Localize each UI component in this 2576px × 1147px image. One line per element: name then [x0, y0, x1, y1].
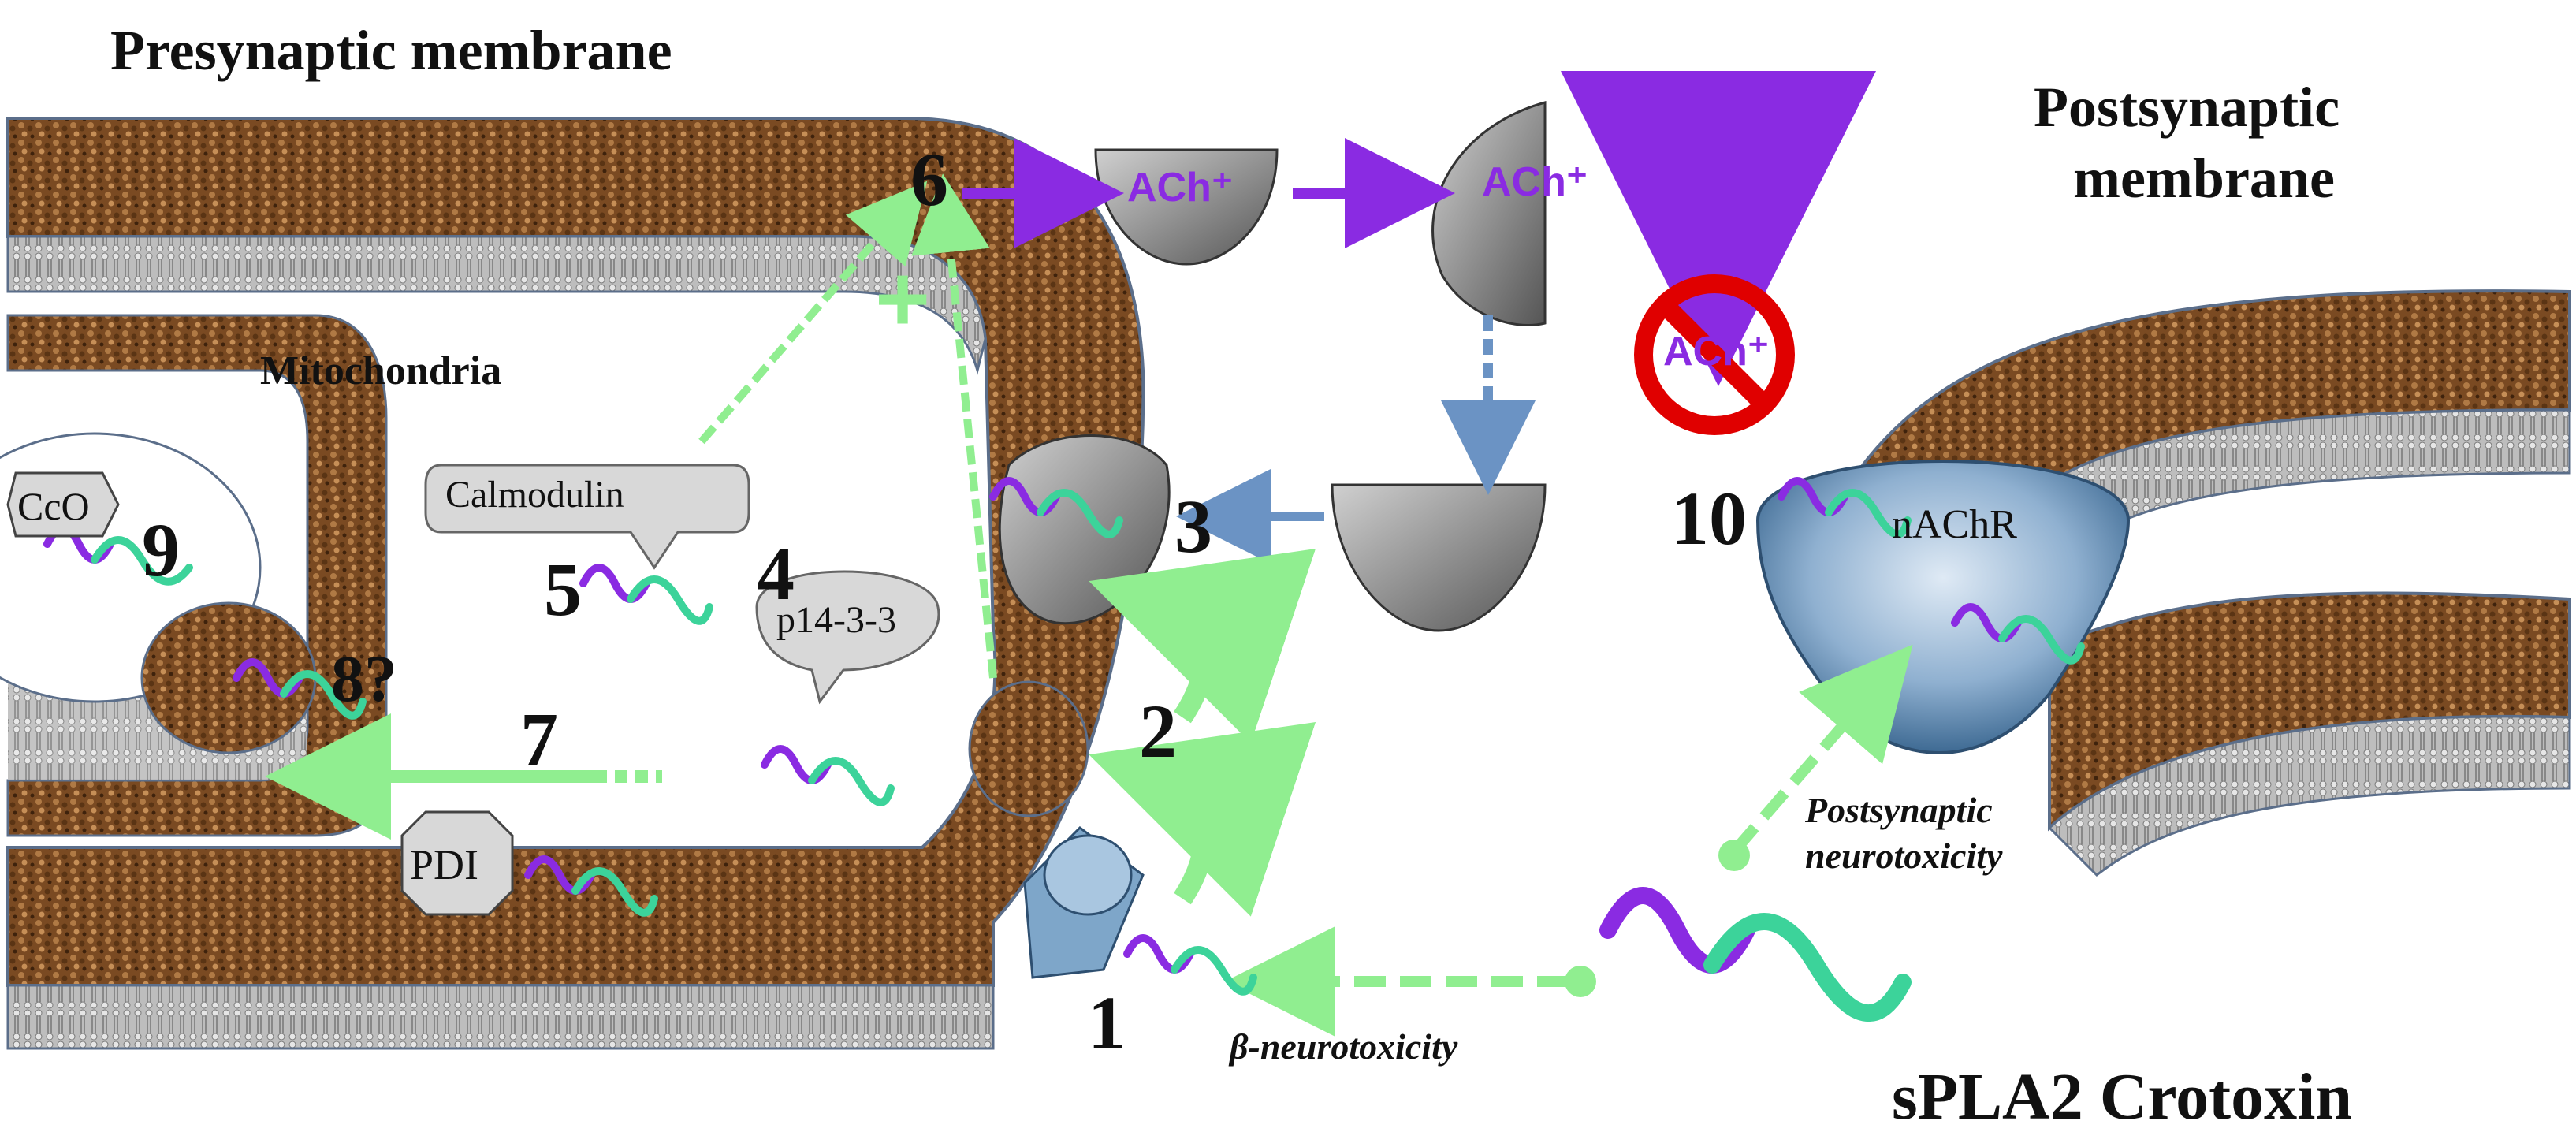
arrow-postsynaptic [1729, 644, 1913, 855]
toxin-label: sPLA2 Crotoxin [1892, 1060, 2353, 1134]
vesicle-empty [1331, 483, 1547, 632]
protein-icon-1 [1123, 934, 1257, 996]
p1433-label: p14-3-3 [776, 599, 896, 641]
step-6: 6 [910, 137, 948, 222]
protein-glyphs [43, 477, 2085, 1022]
arrow-bent-to-postsynaptic [1561, 71, 1876, 386]
postsynaptic-neurotoxicity-line2: neurotoxicity [1805, 836, 2003, 876]
p1433-bubble [755, 570, 940, 705]
protein-icon-nachr [1951, 603, 2085, 665]
step-4: 4 [757, 531, 795, 616]
protein-icon-p1433 [761, 745, 895, 806]
protein-icon-10 [1778, 477, 1912, 538]
vesicle-ach-2 [1431, 101, 1547, 326]
ach-label-3: ACh⁺ [1663, 329, 1770, 374]
step-9: 9 [142, 508, 180, 592]
step-8: 8? [331, 642, 397, 716]
cco-label: CcO [17, 484, 90, 528]
protein-icon-pdi [524, 855, 658, 917]
calmodulin-bubble [424, 464, 750, 570]
mitochondria-channel-8 [140, 601, 317, 754]
postsynaptic-title-line2: membrane [2073, 147, 2335, 210]
ach-label-2: ACh⁺ [1482, 159, 1588, 205]
channel-2 [968, 680, 1089, 817]
cco-shape [6, 471, 120, 538]
post-arrow-origin [1718, 840, 1750, 871]
beta-neurotoxicity-label: β-neurotoxicity [1230, 1026, 1458, 1067]
pdi-label: PDI [410, 841, 479, 888]
beta-arrow-origin [1565, 966, 1596, 997]
presynaptic-title: Presynaptic membrane [110, 19, 672, 82]
arrows-green [265, 173, 1913, 1037]
postsynaptic-lower-lipid [2047, 715, 2571, 877]
postsynaptic-neurotoxicity-line1: Postsynaptic [1805, 790, 1993, 830]
mitochondria [0, 314, 388, 837]
step-2: 2 [1139, 689, 1177, 773]
arrows-blue [1176, 315, 1536, 564]
curved-arrow-1-2 [1089, 722, 1316, 917]
prohibit-ach-sign [1634, 274, 1795, 435]
calmodulin-label: Calmodulin [445, 474, 624, 516]
protein-icon-vesicle [989, 477, 1123, 538]
mitochondria-label: Mitochondria [260, 348, 502, 393]
protein-icon-calmodulin [579, 564, 713, 625]
plus-sign: + [875, 246, 930, 352]
vesicle-docked-3 [998, 434, 1171, 625]
ach-label-1: ACh⁺ [1127, 165, 1234, 210]
step-10: 10 [1671, 476, 1747, 560]
protein-icon-crotoxin [1599, 887, 1912, 1022]
nachr-label: nAChR [1892, 502, 2017, 547]
step-3: 3 [1174, 484, 1212, 568]
step-1: 1 [1088, 981, 1126, 1065]
curved-arrow-2-3 [1089, 549, 1316, 743]
protein-icon-8 [233, 658, 367, 720]
presynaptic-lipid-lower [6, 984, 995, 1050]
postsynaptic-title-line1: Postsynaptic [2034, 76, 2340, 139]
step-5: 5 [544, 547, 582, 631]
step-7: 7 [520, 697, 558, 781]
pdi-shape [400, 810, 514, 916]
